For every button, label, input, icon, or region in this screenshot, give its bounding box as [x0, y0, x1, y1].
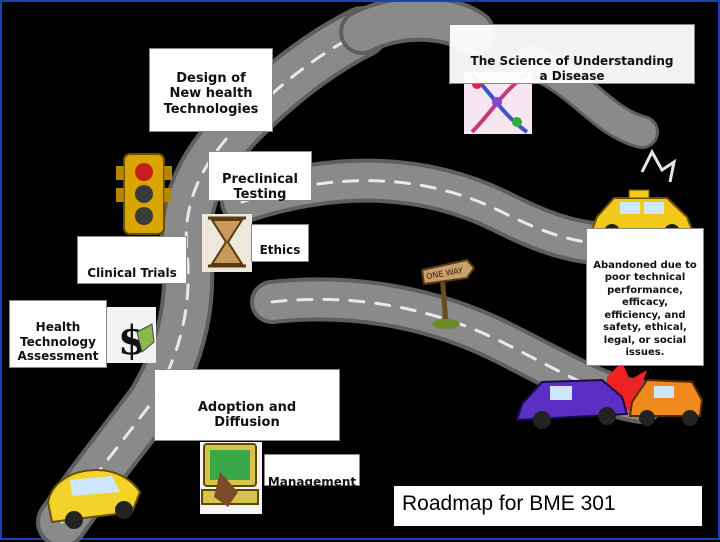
crashed-cars-icon	[515, 362, 704, 429]
management-box: Management	[264, 454, 360, 490]
computer-icon	[200, 442, 262, 514]
abandoned-label: Abandoned due to poor technical performa…	[593, 259, 697, 359]
science-label: The Science of Understanding a Disease	[470, 54, 674, 83]
traffic-light-icon	[116, 153, 172, 235]
slide-title: Roadmap for BME 301	[402, 492, 616, 515]
design-label: Design of New health Technologies	[163, 70, 259, 117]
preclinical-label: Preclinical Testing	[221, 171, 299, 203]
abandoned-box: Abandoned due to poor technical performa…	[586, 228, 704, 366]
one-way-sign-icon: ONE WAY	[420, 258, 476, 329]
design-box: Design of New health Technologies	[149, 48, 273, 132]
preclinical-box: Preclinical Testing	[208, 151, 312, 203]
hourglass-icon	[202, 214, 252, 272]
taxi-icon	[590, 148, 694, 240]
hta-box: Health Technology Assessment	[9, 300, 107, 368]
ethics-box: Ethics	[251, 224, 309, 262]
management-label: Management	[267, 475, 357, 490]
money-icon: $	[106, 307, 156, 364]
adoption-box: Adoption and Diffusion	[154, 369, 340, 441]
clinical-trials-label: Clinical Trials	[87, 266, 177, 281]
clinical-trials-box: Clinical Trials	[77, 236, 187, 284]
adoption-label: Adoption and Diffusion	[197, 399, 297, 431]
title-box	[394, 486, 702, 526]
hta-label: Health Technology Assessment	[17, 320, 99, 364]
science-box: The Science of Understanding a Disease	[449, 24, 695, 84]
yellow-car-icon	[46, 468, 142, 529]
ethics-label: Ethics	[259, 243, 301, 258]
